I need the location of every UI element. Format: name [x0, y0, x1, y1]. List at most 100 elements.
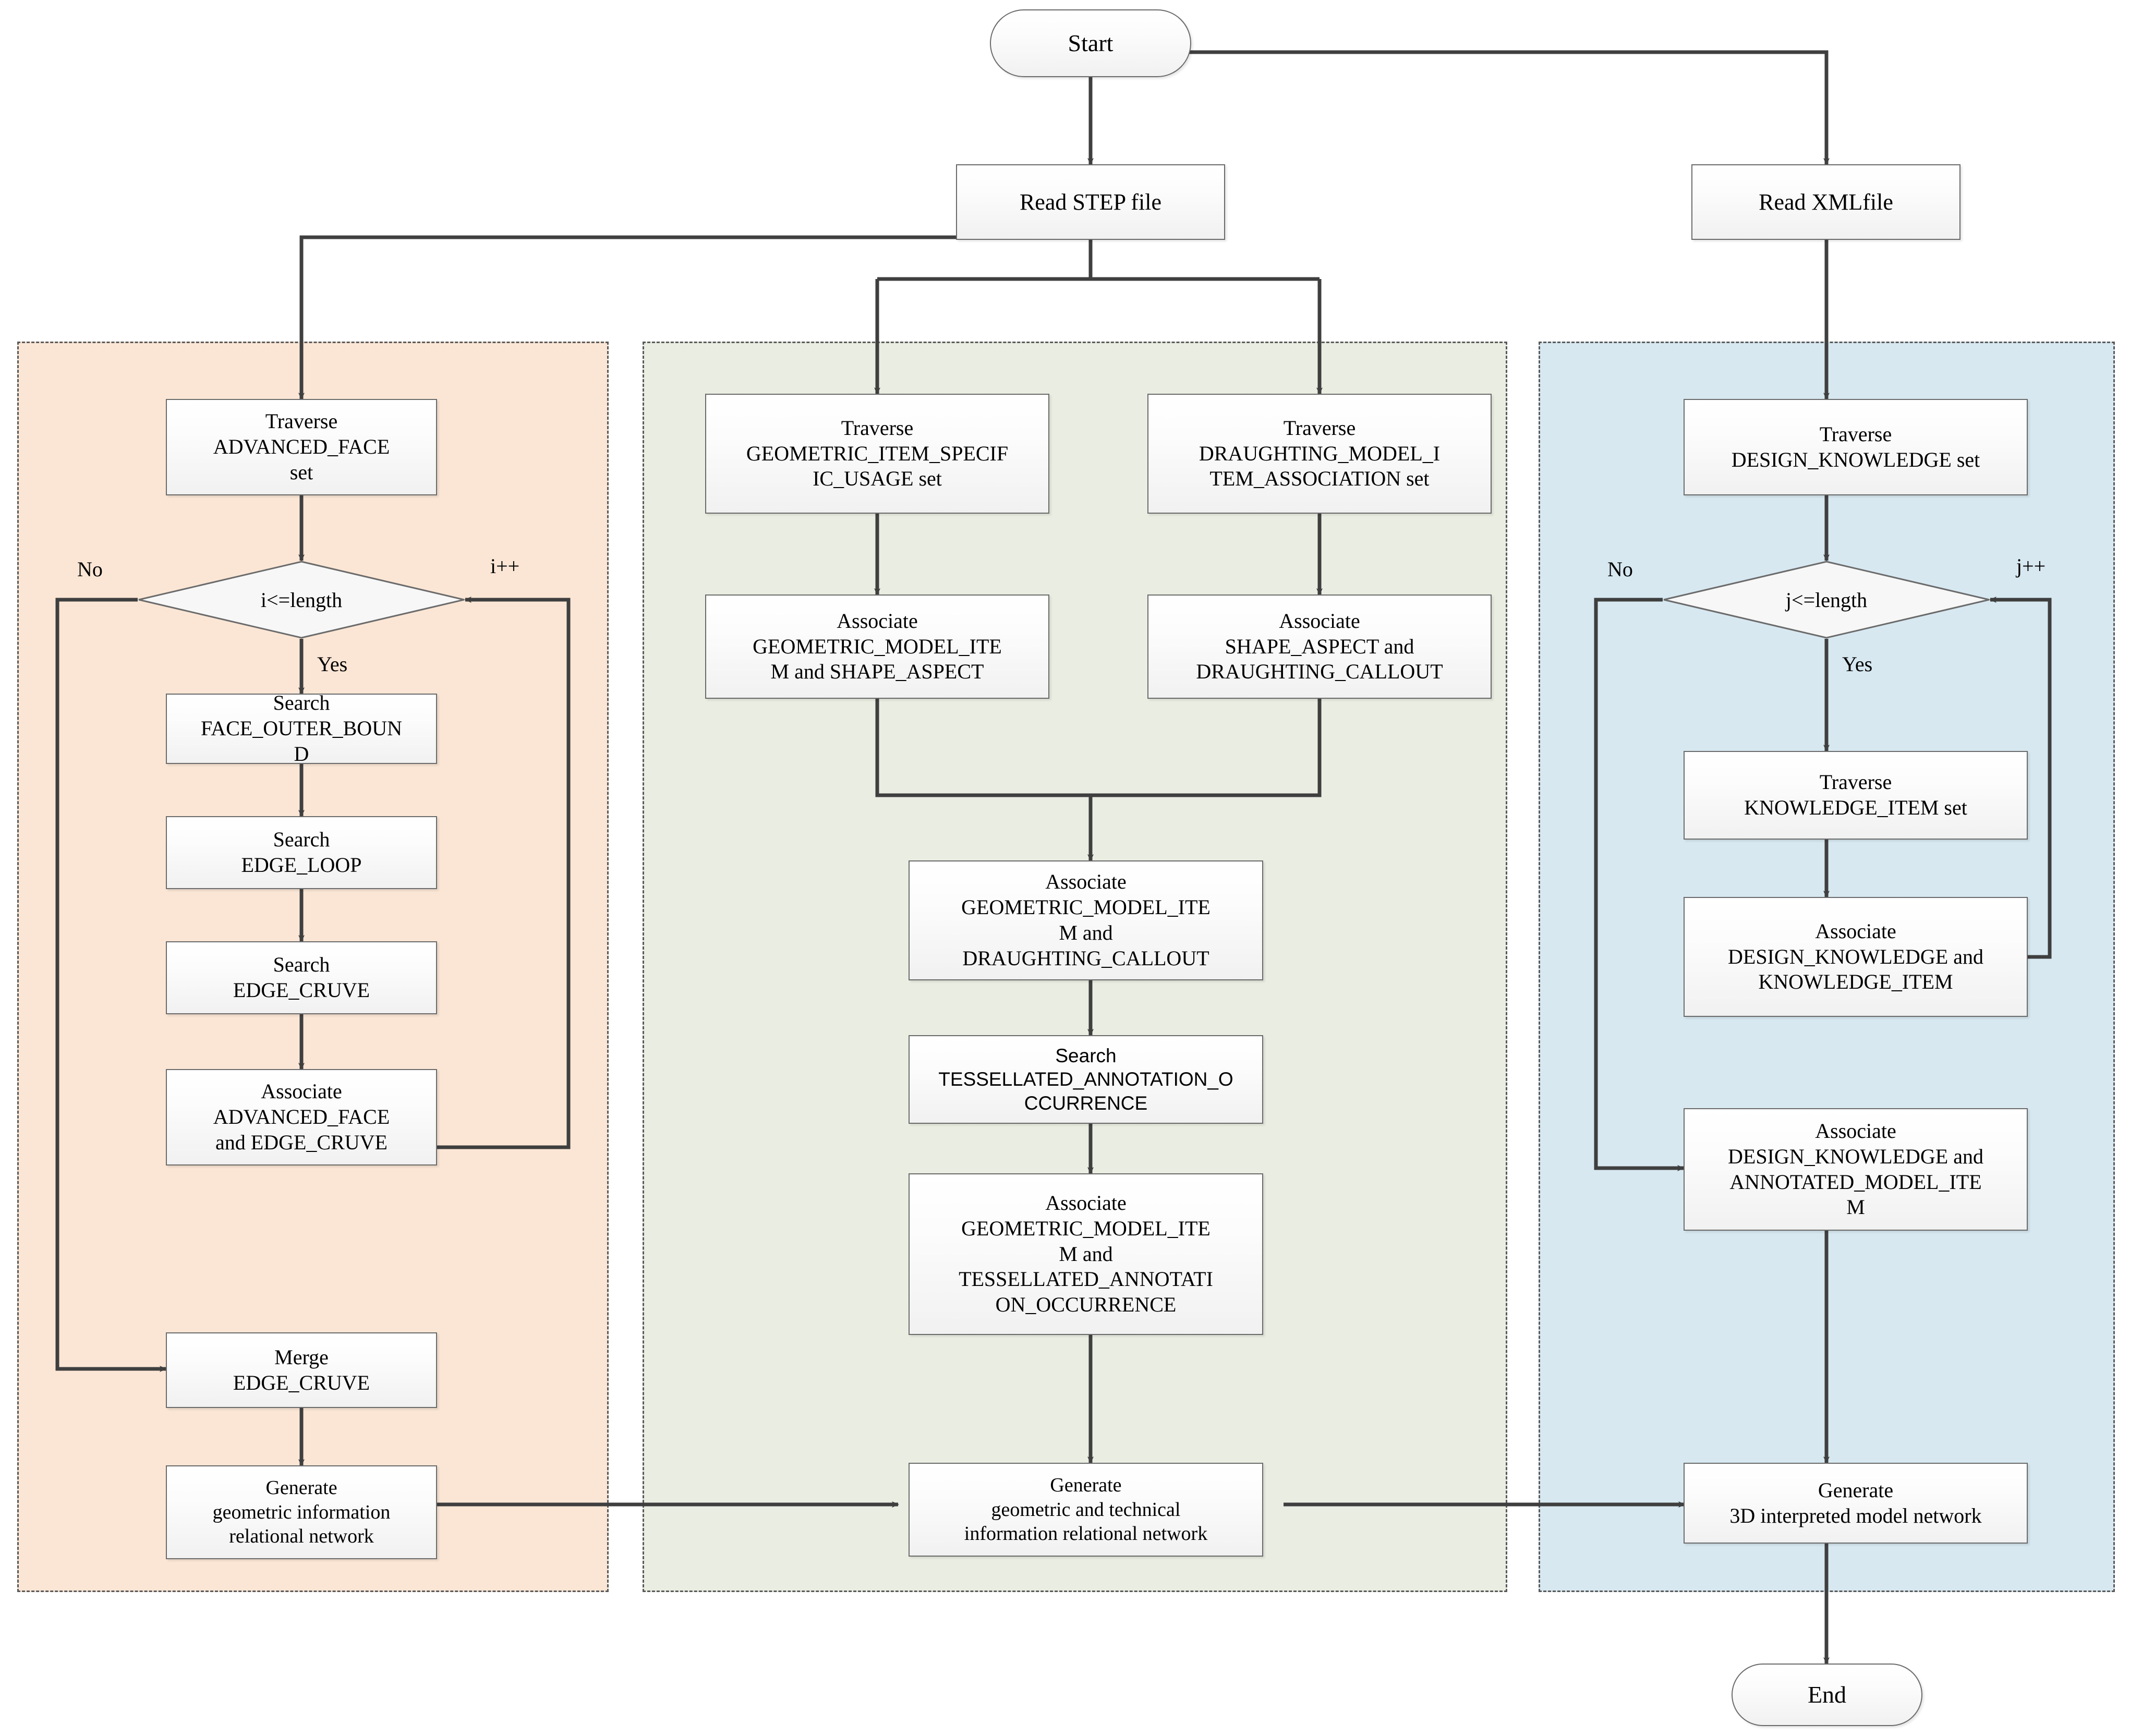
node-read-xml-file[interactable]: Read XMLfile — [1691, 164, 1960, 240]
node-traverse-draughting-model-item-association[interactable]: Traverse DRAUGHTING_MODEL_I TEM_ASSOCIAT… — [1147, 394, 1492, 514]
node-search-tessellated-annotation-occurrence[interactable]: Search TESSELLATED_ANNOTATION_O CCURRENC… — [909, 1035, 1263, 1124]
node-read-step-file[interactable]: Read STEP file — [956, 164, 1225, 240]
label-left-increment: i++ — [490, 554, 520, 578]
node-associate-designknowledge-annotatedmodelitem[interactable]: Associate DESIGN_KNOWLEDGE and ANNOTATED… — [1684, 1108, 2028, 1231]
line-1: Generate — [1050, 1474, 1122, 1497]
line-2: GEOMETRIC_MODEL_ITE — [961, 1216, 1211, 1240]
edge-mid-merge-bar — [875, 699, 1322, 797]
decision-i-le-length[interactable]: i<=length — [138, 561, 465, 639]
decision-label: i<=length — [260, 588, 343, 612]
line-2: DRAUGHTING_MODEL_I — [1199, 441, 1441, 465]
end-label: End — [1807, 1681, 1847, 1708]
line-1: Associate — [1279, 609, 1360, 633]
node-merge-edge-cruve[interactable]: Merge EDGE_CRUVE — [166, 1332, 437, 1408]
start-label: Start — [1068, 29, 1114, 56]
line-4: DRAUGHTING_CALLOUT — [962, 946, 1209, 970]
line-1: Traverse — [1819, 422, 1892, 446]
line-1: Associate — [1815, 1119, 1896, 1143]
label-left-yes: Yes — [317, 652, 348, 676]
node-traverse-geometric-item-specific-usage[interactable]: Traverse GEOMETRIC_ITEM_SPECIF IC_USAGE … — [705, 394, 1049, 514]
terminal-end[interactable]: End — [1732, 1664, 1922, 1726]
diamond-shape — [1663, 561, 1990, 639]
node-generate-geometric-technical-network[interactable]: Generate geometric and technical informa… — [909, 1463, 1263, 1557]
label-right-increment: j++ — [2016, 554, 2046, 578]
line-1: Generate — [265, 1477, 337, 1499]
node-generate-geometric-network[interactable]: Generate geometric information relationa… — [166, 1465, 437, 1559]
edge-right-no-branch — [1594, 598, 1685, 1171]
line-3: M and — [1059, 921, 1113, 944]
line-1: Generate — [1818, 1478, 1894, 1502]
line-4: M — [1846, 1195, 1865, 1219]
line-1: Search — [273, 953, 330, 977]
line-2: ADVANCED_FACE — [213, 1105, 390, 1129]
line-2: TESSELLATED_ANNOTATION_O — [938, 1069, 1233, 1090]
line-1: Search — [273, 828, 330, 852]
line-2: EDGE_CRUVE — [233, 978, 370, 1002]
line-2: GEOMETRIC_MODEL_ITE — [753, 634, 1002, 658]
line-1: Merge — [274, 1345, 329, 1369]
line-2: 3D interpreted model network — [1729, 1503, 1982, 1527]
edge-left-loop-back — [437, 597, 571, 1149]
terminal-start[interactable]: Start — [990, 9, 1191, 77]
node-search-face-outer-bound[interactable]: Search FACE_OUTER_BOUN D — [166, 691, 437, 766]
line-3: information relational network — [964, 1523, 1208, 1545]
line-3: D — [294, 742, 309, 766]
line-3: DRAUGHTING_CALLOUT — [1196, 660, 1443, 684]
read-xml-label: Read XMLfile — [1759, 189, 1893, 215]
line-2: DESIGN_KNOWLEDGE and — [1728, 1144, 1983, 1168]
line-4: TESSELLATED_ANNOTATI — [959, 1267, 1213, 1291]
line-2: FACE_OUTER_BOUN — [201, 717, 402, 740]
line-1: Associate — [837, 609, 918, 633]
line-2: KNOWLEDGE_ITEM set — [1744, 796, 1967, 819]
line-3: and EDGE_CRUVE — [215, 1130, 388, 1154]
line-2: DESIGN_KNOWLEDGE and — [1728, 944, 1983, 968]
node-traverse-advanced-face[interactable]: Traverse ADVANCED_FACE set — [166, 399, 437, 495]
node-search-edge-loop[interactable]: Search EDGE_LOOP — [166, 816, 437, 889]
line-3: KNOWLEDGE_ITEM — [1758, 970, 1953, 994]
line-1: Traverse — [1283, 416, 1356, 440]
diamond-shape — [138, 561, 465, 639]
node-associate-gmi-draughtingcallout[interactable]: Associate GEOMETRIC_MODEL_ITE M and DRAU… — [909, 860, 1263, 980]
edge-left-no-branch — [55, 598, 167, 1372]
line-3: TEM_ASSOCIATION set — [1209, 467, 1430, 491]
line-1: Associate — [1045, 1191, 1127, 1215]
line-3: relational network — [229, 1525, 374, 1548]
line-1: Associate — [1815, 919, 1896, 943]
line-3: CCURRENCE — [1024, 1092, 1148, 1114]
node-search-edge-cruve[interactable]: Search EDGE_CRUVE — [166, 941, 437, 1014]
node-traverse-knowledge-item[interactable]: Traverse KNOWLEDGE_ITEM set — [1684, 751, 2028, 840]
label-left-no: No — [77, 557, 103, 581]
node-associate-gmi-shapeaspect[interactable]: Associate GEOMETRIC_MODEL_ITE M and SHAP… — [705, 594, 1049, 699]
node-associate-shapeaspect-draughtingcallout[interactable]: Associate SHAPE_ASPECT and DRAUGHTING_CA… — [1147, 594, 1492, 699]
node-associate-designknowledge-knowledgeitem[interactable]: Associate DESIGN_KNOWLEDGE and KNOWLEDGE… — [1684, 897, 2028, 1017]
line-1: Traverse — [1819, 770, 1892, 794]
line-3: ANNOTATED_MODEL_ITE — [1729, 1170, 1982, 1194]
node-associate-gmi-tessellatedannotationoccurrence[interactable]: Associate GEOMETRIC_MODEL_ITE M and TESS… — [909, 1173, 1263, 1335]
node-traverse-design-knowledge[interactable]: Traverse DESIGN_KNOWLEDGE set — [1684, 399, 2028, 495]
decision-j-le-length[interactable]: j<=length — [1663, 561, 1990, 639]
line-1: Associate — [1045, 870, 1127, 894]
line-5: ON_OCCURRENCE — [995, 1293, 1177, 1317]
line-1: Traverse — [265, 409, 338, 433]
line-3: set — [289, 460, 313, 484]
line-1: Search — [273, 691, 330, 715]
line-1: Search — [1055, 1045, 1117, 1067]
node-generate-3d-interpreted-model-network[interactable]: Generate 3D interpreted model network — [1684, 1463, 2028, 1544]
line-3: M and SHAPE_ASPECT — [770, 660, 984, 684]
edge-step-to-left-lane — [298, 235, 956, 400]
decision-label: j<=length — [1785, 588, 1868, 612]
line-2: GEOMETRIC_ITEM_SPECIF — [746, 441, 1009, 465]
line-2: geometric information — [212, 1501, 391, 1523]
label-right-yes: Yes — [1842, 652, 1873, 676]
line-2: GEOMETRIC_MODEL_ITE — [961, 895, 1211, 919]
label-right-no: No — [1607, 557, 1633, 581]
read-step-label: Read STEP file — [1019, 189, 1162, 215]
line-2: DESIGN_KNOWLEDGE set — [1731, 447, 1980, 471]
line-1: Traverse — [841, 416, 914, 440]
node-associate-advancedface-edgecruve[interactable]: Associate ADVANCED_FACE and EDGE_CRUVE — [166, 1069, 437, 1166]
line-2: SHAPE_ASPECT and — [1225, 634, 1414, 658]
line-3: M and — [1059, 1242, 1113, 1266]
line-2: EDGE_CRUVE — [233, 1370, 370, 1394]
